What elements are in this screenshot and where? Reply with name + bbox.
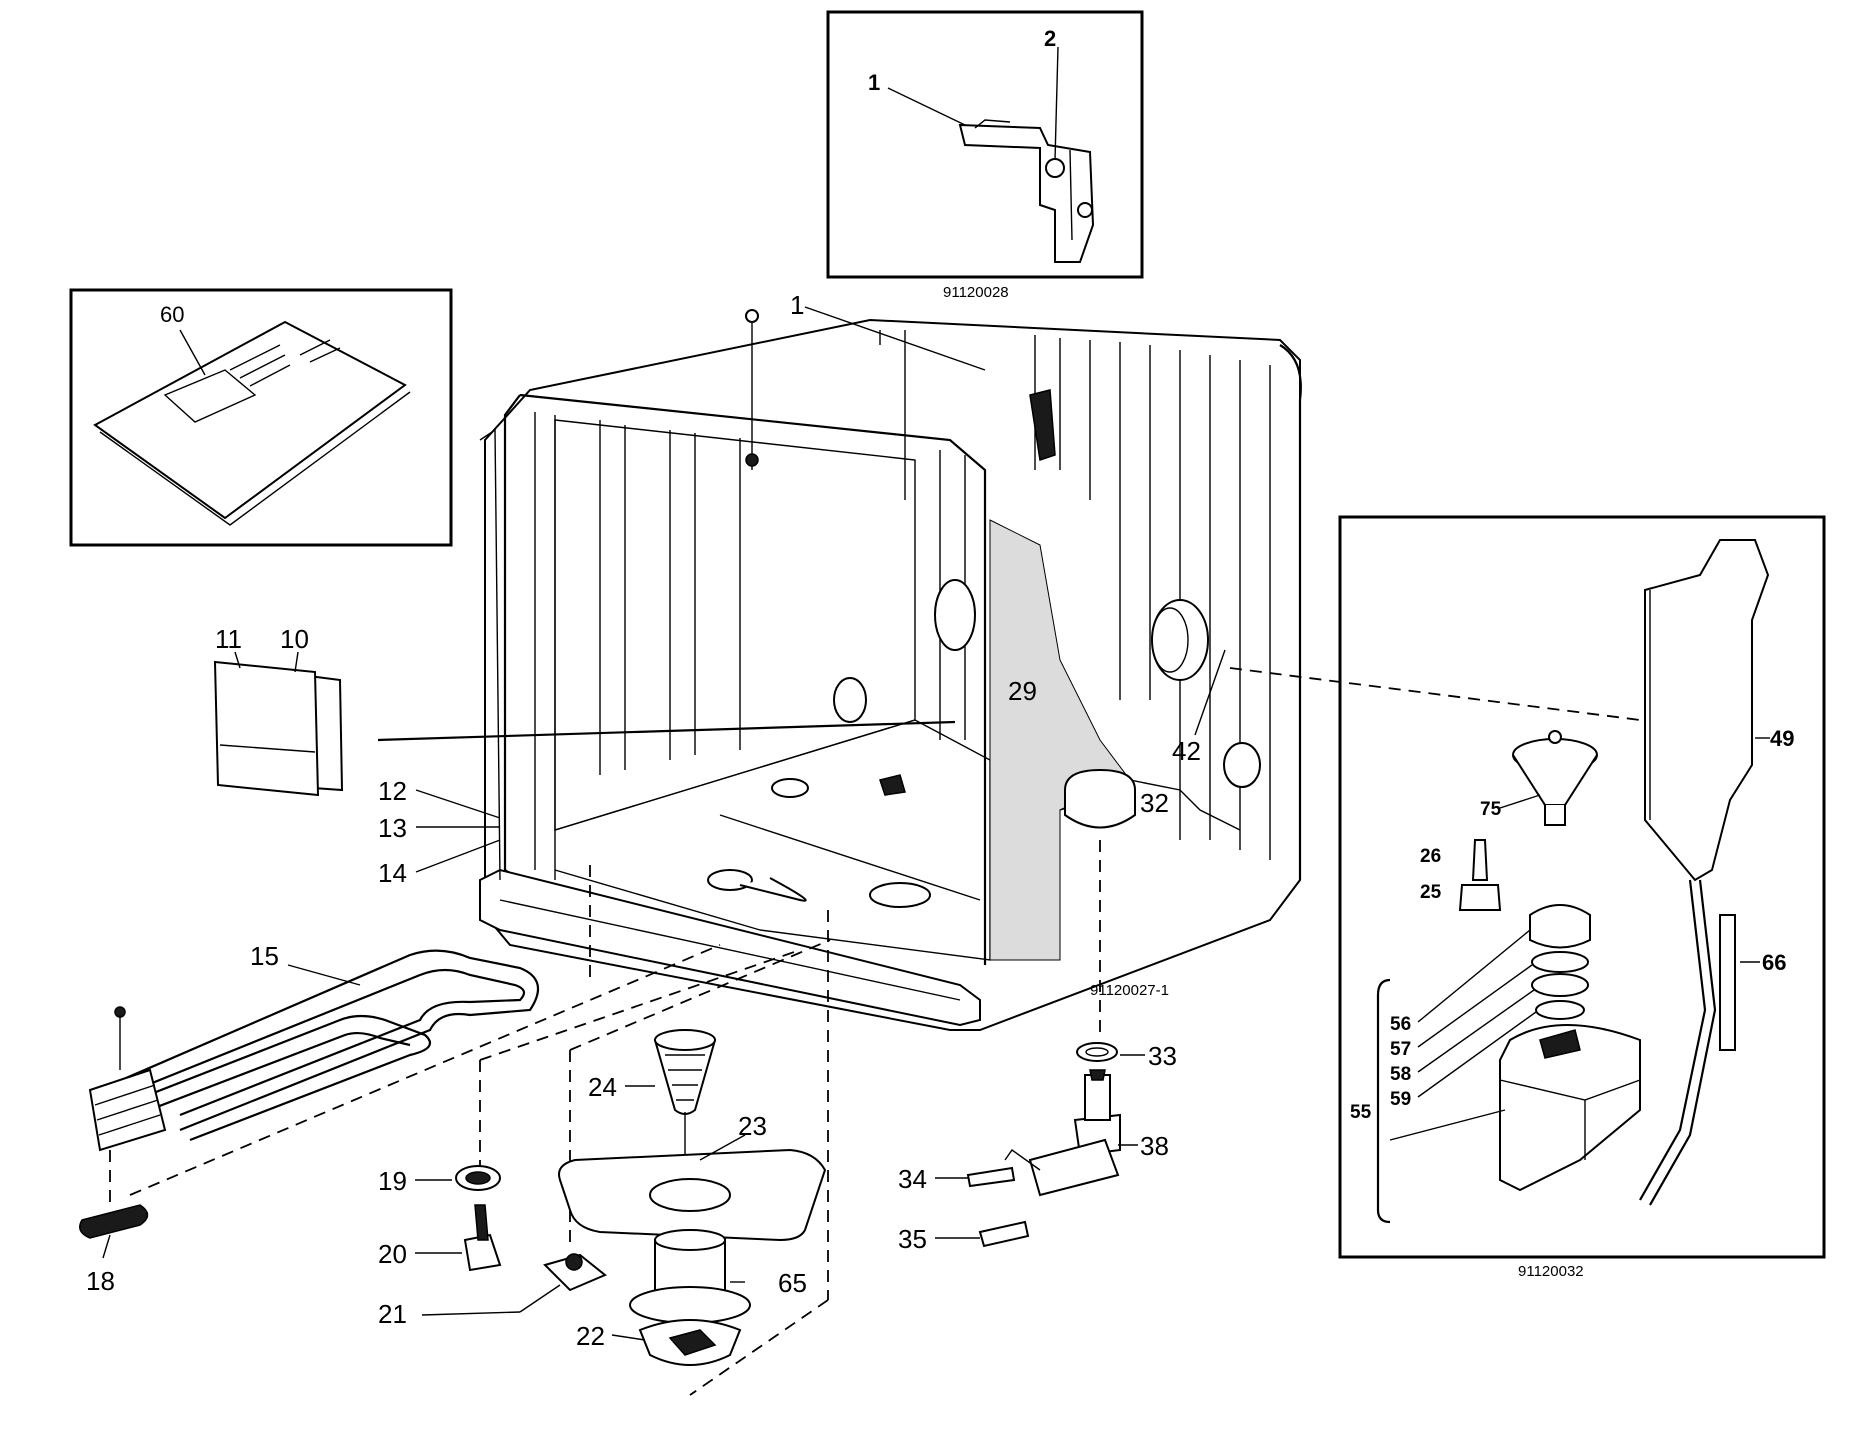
callout-65: 65 xyxy=(778,1268,807,1298)
callout-34: 34 xyxy=(898,1164,927,1194)
callout-56: 56 xyxy=(1390,1014,1411,1035)
figure-code-hinge: 91120028 xyxy=(943,284,1009,301)
dispenser-inset: 49 66 75 26 25 55 56 57 xyxy=(1229,515,1826,1280)
callout-29: 29 xyxy=(1008,676,1037,706)
callout-58: 58 xyxy=(1390,1064,1411,1085)
valve-26-drawing xyxy=(1471,839,1489,881)
leader-line xyxy=(1417,929,1531,1023)
door-panel-drawing xyxy=(213,660,344,797)
leader-line xyxy=(287,964,361,986)
sump-65-drawing xyxy=(629,1229,751,1324)
filter-plate-23-drawing xyxy=(558,1148,827,1242)
figure-code-tub: 91120027-1 xyxy=(1090,982,1169,999)
valve-38-drawing xyxy=(1004,1069,1121,1197)
dashed-guide xyxy=(479,949,801,1061)
figure-code-dispenser: 91120032 xyxy=(1518,1263,1584,1280)
funnel-75-drawing xyxy=(1512,730,1598,826)
callout-38: 38 xyxy=(1140,1131,1169,1161)
leader-line xyxy=(1054,46,1059,161)
callout-75: 75 xyxy=(1480,799,1502,820)
callout-13: 13 xyxy=(378,813,407,843)
callout-66: 66 xyxy=(1762,950,1786,975)
leader-line xyxy=(415,789,501,819)
callout-1-tub: 1 xyxy=(790,290,804,320)
callout-55: 55 xyxy=(1350,1102,1372,1123)
callout-35: 35 xyxy=(898,1224,927,1254)
callout-1-inset: 1 xyxy=(868,70,880,95)
leader-line xyxy=(611,1334,646,1341)
callout-12: 12 xyxy=(378,776,407,806)
leader-line xyxy=(421,1311,521,1316)
dashed-guide xyxy=(1229,667,1641,721)
callout-23: 23 xyxy=(738,1111,767,1141)
arrow-line xyxy=(377,720,956,742)
leader-line xyxy=(179,329,206,376)
leader-line xyxy=(1417,964,1533,1048)
dashed-guide xyxy=(129,944,721,1196)
leader-line xyxy=(1389,1109,1506,1141)
callout-21: 21 xyxy=(378,1299,407,1329)
callout-32: 32 xyxy=(1140,788,1169,818)
callout-24: 24 xyxy=(588,1072,617,1102)
callout-42: 42 xyxy=(1172,736,1201,766)
leader-line xyxy=(1499,794,1541,809)
leader-line xyxy=(804,306,986,371)
filter-basket-24-drawing xyxy=(653,1029,717,1180)
callout-49: 49 xyxy=(1770,726,1794,751)
manual-booklet-drawing xyxy=(93,320,407,520)
pin-34-drawing xyxy=(966,1166,1016,1188)
hinge-bracket-drawing xyxy=(958,119,1095,263)
callout-15: 15 xyxy=(250,941,279,971)
leader-line xyxy=(102,1234,111,1259)
heating-element-drawing xyxy=(88,949,540,1152)
hinge-inset: 1 2 91120028 xyxy=(826,10,1144,301)
leader-line xyxy=(1417,1011,1537,1098)
leader-line xyxy=(887,87,966,126)
callout-25: 25 xyxy=(1420,882,1442,903)
manual-inset: 60 xyxy=(69,288,453,547)
dishwasher-tub-drawing: 91120027-1 xyxy=(479,309,1302,1031)
pin-35-drawing xyxy=(978,1220,1030,1248)
leader-line xyxy=(699,1134,746,1161)
leader-line xyxy=(1194,649,1226,736)
dashed-guide xyxy=(569,939,831,1051)
callout-59: 59 xyxy=(1390,1089,1411,1110)
callout-14: 14 xyxy=(378,858,407,888)
dispenser-reservoir-drawing xyxy=(1499,1024,1641,1192)
seal-33-drawing xyxy=(1076,1042,1118,1062)
clip-18-drawing xyxy=(79,1204,149,1239)
callout-2: 2 xyxy=(1044,26,1056,51)
callout-10: 10 xyxy=(280,624,309,654)
leader-line xyxy=(294,651,299,673)
leader-line xyxy=(1417,989,1535,1073)
callout-22: 22 xyxy=(576,1321,605,1351)
screw-icon xyxy=(745,309,759,470)
pump-22-drawing xyxy=(638,1319,742,1366)
fill-duct-49-drawing xyxy=(1639,539,1770,1206)
callout-11: 11 xyxy=(215,624,242,654)
callout-57: 57 xyxy=(1390,1039,1411,1060)
callout-18: 18 xyxy=(86,1266,115,1296)
leader-line xyxy=(234,651,241,669)
dashed-guide xyxy=(689,1299,829,1396)
callout-33: 33 xyxy=(1148,1041,1177,1071)
bracket-55 xyxy=(1376,978,1391,1224)
callout-20: 20 xyxy=(378,1239,407,1269)
leader-line xyxy=(415,839,501,873)
dispenser-cap-drawing xyxy=(1529,904,1591,1020)
callout-19: 19 xyxy=(378,1166,407,1196)
salt-cap-drawing xyxy=(1064,768,1136,829)
cap-25-drawing xyxy=(1458,884,1502,911)
callout-26: 26 xyxy=(1420,846,1441,867)
callout-60: 60 xyxy=(160,302,184,327)
